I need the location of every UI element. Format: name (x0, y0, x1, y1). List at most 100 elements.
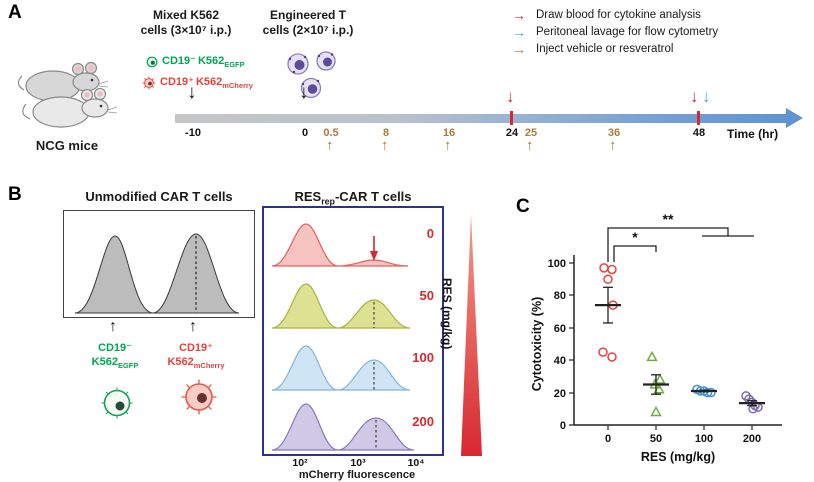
blue-right-arrow-icon: → (512, 23, 526, 40)
cd19-neg-label: CD19⁻K562EGFP (162, 55, 245, 70)
res-car-title: RESrep-CAR T cells (294, 189, 412, 207)
legend-text-inject: Inject vehicle or resveratrol (536, 42, 674, 55)
sig-double-asterisk: ** (663, 211, 674, 227)
legend-text-lavage: Peritoneal lavage for flow cytometry (536, 25, 719, 38)
timeline-tick-25: 25 (524, 127, 538, 139)
histogram-dose-100 (271, 345, 411, 391)
mice-illustration (17, 61, 118, 128)
legend-item-blood-draw: → Draw blood for cytokine analysis (508, 6, 718, 23)
dose-label-100: 100 (412, 350, 434, 365)
mice-label: NCG mice (35, 138, 99, 153)
egfp-cell-icon (146, 56, 158, 67)
scatter-point (654, 373, 666, 384)
mcherry-tick-100: 10² (292, 457, 308, 469)
scatter-point (650, 405, 662, 417)
dose-label-50: 50 (420, 288, 434, 303)
inject-arrow-25h-icon: ↑ (526, 137, 534, 154)
scatter-point (607, 352, 617, 362)
scatter-point (607, 264, 617, 275)
mcherry-cell-icon (142, 76, 156, 90)
mouse-back (17, 61, 109, 102)
dose-gradient-triangle (461, 214, 482, 456)
t-cells-illustration (287, 51, 336, 99)
cd19-neg-peak-label: CD19⁻ K562EGFP (91, 342, 139, 370)
unmodified-histogram-plot (63, 210, 255, 318)
mcherry-peak-arrow-icon: ↑ (189, 318, 197, 335)
legend-item-inject: → Inject vehicle or resveratrol (508, 40, 718, 57)
timeline-arrowhead (786, 108, 803, 128)
timeline-tick-24: 24 (505, 127, 519, 139)
blood-draw-arrow-24h-icon: ↓ (506, 87, 515, 106)
legend-item-lavage: → Peritoneal lavage for flow cytometry (508, 23, 718, 40)
res-dose-axis-label: RES (mg/kg) (440, 278, 454, 350)
cytotoxicity-plot: 0 20 40 60 80 100 0 50 100 200 Cytotoxic… (530, 211, 782, 464)
egfp-peak-arrow-icon: ↑ (109, 318, 117, 335)
scatter-point (653, 383, 665, 394)
cd19-pos-peak-label: CD19⁺ K562mCherry (167, 342, 225, 370)
panel-a-label: A (8, 2, 22, 23)
mixed-k562-caption: Mixed K562 cells (3×10⁷ i.p.) (125, 8, 247, 38)
svg-text:60: 60 (554, 323, 566, 335)
cd19-pos-label: CD19⁺K562mCherry (160, 76, 253, 91)
svg-text:100: 100 (695, 433, 713, 445)
svg-text:0: 0 (605, 433, 611, 445)
scatter-point (702, 387, 713, 398)
t-cell-caption: Engineered T cells (2×10⁷ i.p.) (247, 8, 369, 38)
t-cell (287, 53, 309, 75)
legend-text-blood-draw: Draw blood for cytokine analysis (536, 8, 701, 21)
significance-brackets (607, 227, 754, 262)
timeline-tick-8: 8 (382, 127, 390, 139)
t-cell-line2: cells (2×10⁷ i.p.) (262, 23, 354, 37)
blood-draw-arrow-48h-icon: ↓ (690, 87, 699, 106)
mcherry-tick-1000: 10³ (350, 457, 366, 469)
svg-text:80: 80 (554, 290, 566, 302)
scatter-point (646, 350, 658, 362)
cd19-neg-k562-row: CD19⁻K562EGFP (146, 54, 245, 69)
k562-injection-arrow-icon: ↓ (187, 82, 197, 103)
timeline-tick-minus10: -10 (185, 127, 201, 139)
scatter-point (603, 274, 613, 284)
cd19-pos-k562-row: CD19⁺K562mCherry (142, 75, 253, 90)
scatter-point (748, 404, 758, 414)
svg-text:200: 200 (743, 433, 761, 445)
svg-text:20: 20 (554, 388, 566, 400)
red-right-arrow-icon: → (512, 6, 526, 23)
histogram-dose-50 (271, 283, 411, 329)
axes (573, 255, 782, 426)
unmodified-title: Unmodified CAR T cells (85, 189, 233, 204)
x-tick-labels: 0 50 100 200 (605, 433, 761, 445)
mixed-k562-line2: cells (3×10⁷ i.p.) (140, 23, 232, 37)
dose-label-0: 0 (427, 226, 434, 241)
mcherry-cell-large-icon (181, 379, 217, 415)
timeline-bar (175, 114, 787, 123)
x-axis-label: RES (mg/kg) (641, 450, 715, 464)
egfp-cell-large-icon (101, 387, 133, 419)
t-cell-line1: Engineered T (269, 8, 346, 22)
scatter-point (706, 387, 716, 398)
svg-text:50: 50 (650, 433, 662, 445)
brown-right-arrow-icon: → (512, 40, 526, 57)
blood-draw-tick-48h (697, 111, 700, 125)
inject-arrow-8h-icon: ↑ (381, 137, 389, 154)
scatter-point (599, 263, 609, 273)
gray-histogram (74, 233, 240, 314)
inject-arrow-36h-icon: ↑ (609, 137, 617, 154)
t-cell-injection-arrow-icon: ↓ (299, 82, 309, 103)
mcherry-axis-label: mCherry fluorescence (298, 469, 416, 481)
lavage-arrow-48h-icon: ↓ (702, 87, 711, 106)
mouse-front (22, 87, 118, 128)
t-cell (316, 51, 336, 71)
timeline-legend: → Draw blood for cytokine analysis → Per… (508, 6, 718, 57)
histogram-dose-0 (271, 223, 409, 267)
timeline-tick-0: 0 (301, 127, 309, 139)
axis-tick-marks (569, 262, 753, 430)
panel-b-label: B (8, 184, 22, 205)
timeline-tick-48: 48 (692, 127, 706, 139)
svg-text:100: 100 (548, 258, 566, 270)
timeline-tick-16: 16 (442, 127, 456, 139)
scatter-point (598, 347, 608, 357)
lost-peak-arrow-icon (370, 236, 378, 261)
dose-label-200: 200 (412, 414, 434, 429)
panel-c-label: C (516, 196, 530, 217)
